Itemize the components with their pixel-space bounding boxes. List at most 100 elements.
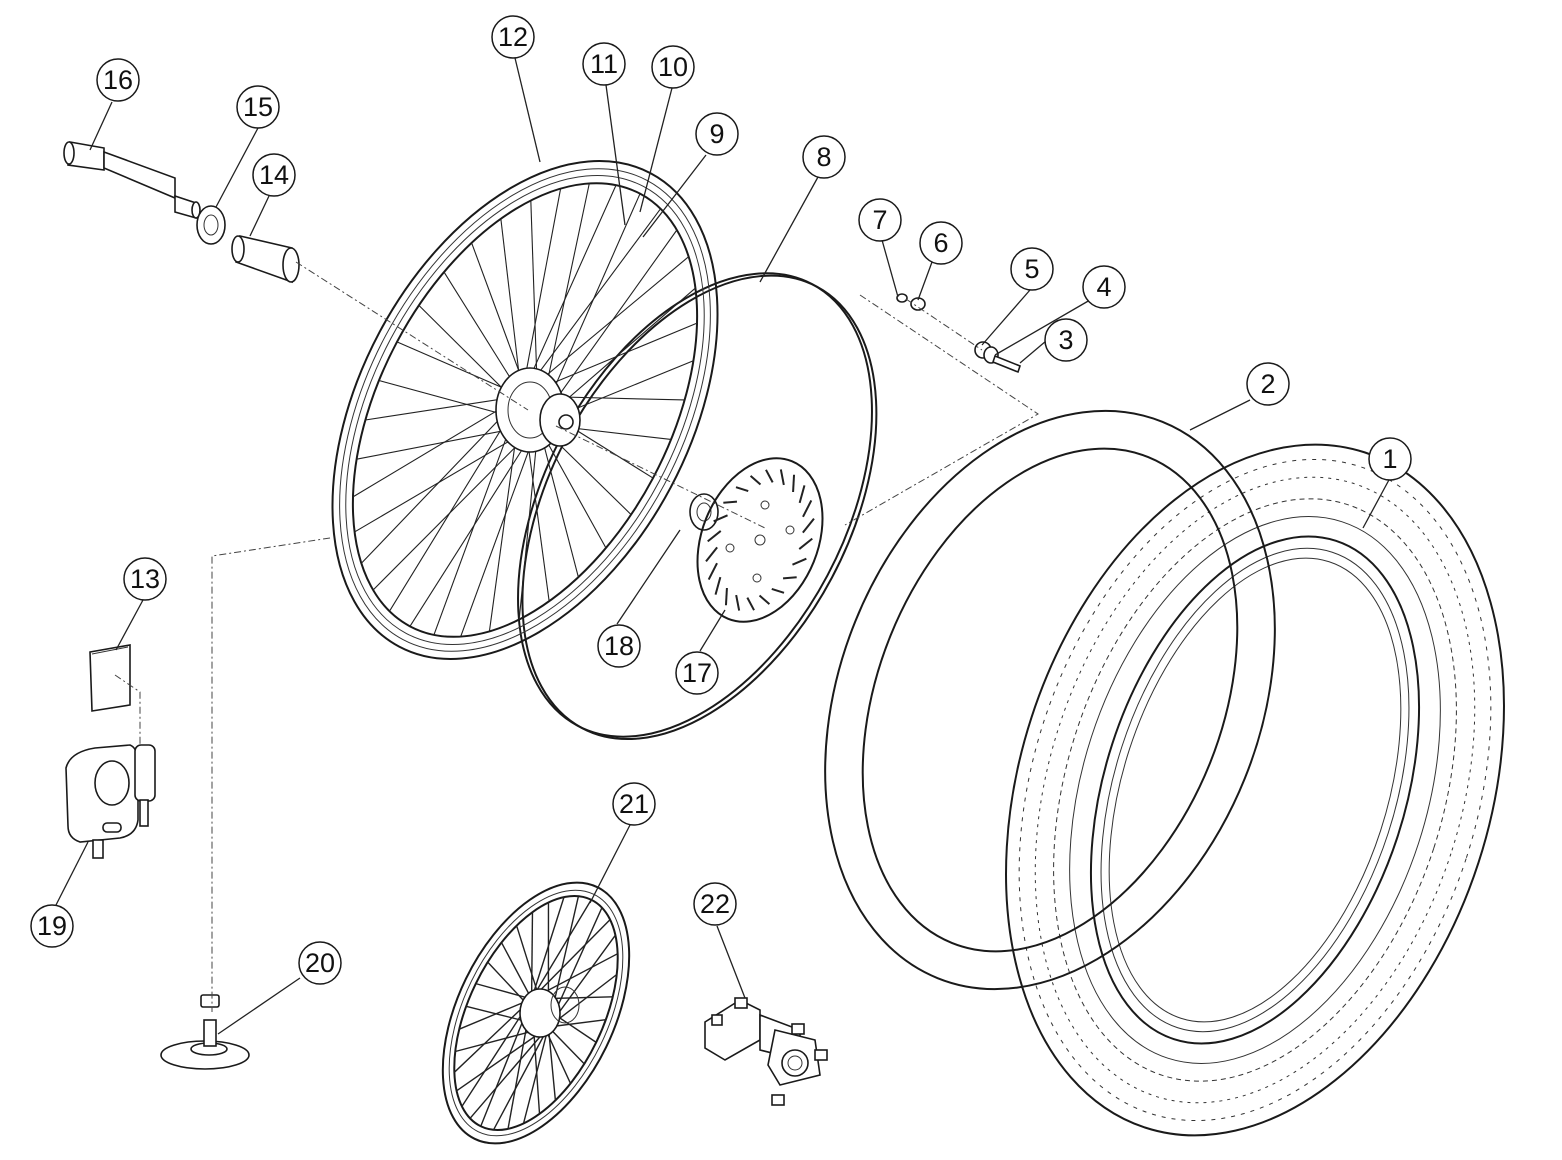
- callout-21: 21: [612, 782, 656, 826]
- spoke: [530, 912, 534, 1000]
- disc-slot: [707, 562, 718, 581]
- callout-label: 18: [604, 631, 634, 661]
- spoke: [547, 1026, 557, 1101]
- wheel-axle: [63, 141, 201, 220]
- callout-label: 5: [1024, 254, 1039, 284]
- disc-slot: [779, 469, 785, 486]
- hub-center: [495, 367, 581, 453]
- bearing: [689, 493, 719, 531]
- disc-slot: [802, 499, 813, 518]
- spoke: [352, 395, 522, 498]
- disc-slot: [746, 597, 755, 611]
- spoke: [365, 395, 522, 421]
- disc-slot: [723, 500, 738, 504]
- disc-slot: [735, 486, 749, 493]
- disc-slot: [792, 474, 796, 493]
- callout-4: 4: [1082, 265, 1126, 309]
- callout-22: 22: [693, 882, 737, 926]
- callout-20: 20: [298, 941, 342, 985]
- callout-19: 19: [30, 904, 74, 948]
- disc-slot: [782, 576, 797, 580]
- callout-label: 21: [619, 789, 649, 819]
- tyre: [1005, 443, 1505, 1137]
- disc-slot: [802, 518, 815, 534]
- callout-label: 7: [872, 205, 887, 235]
- spoke: [409, 423, 539, 627]
- disc-slot: [771, 587, 785, 594]
- callout-3: 3: [1044, 318, 1088, 362]
- spoke: [500, 942, 533, 1000]
- callout-7: 7: [858, 198, 902, 242]
- spoked-wheel: [331, 160, 719, 660]
- leader-lines: [55, 57, 1391, 1035]
- callout-label: 6: [933, 228, 948, 258]
- callout-label: 15: [243, 92, 273, 122]
- disc-slot: [798, 537, 813, 550]
- callout-12: 12: [491, 15, 535, 59]
- disc-slot: [792, 557, 807, 566]
- disc-slot: [758, 594, 771, 605]
- spoke: [372, 423, 539, 591]
- spoke: [500, 218, 523, 397]
- callout-label: 22: [700, 889, 730, 919]
- valve: [160, 994, 250, 1070]
- spoke: [521, 188, 562, 397]
- disc-slot: [714, 576, 722, 595]
- callout-label: 16: [103, 65, 133, 95]
- spoke: [547, 1026, 585, 1065]
- callout-8: 8: [802, 135, 846, 179]
- disc-slot: [765, 469, 774, 483]
- spoke: [492, 1026, 550, 1131]
- spoke: [530, 896, 565, 1000]
- spoke: [522, 1026, 550, 1124]
- disc-slot: [713, 514, 728, 523]
- spoke: [443, 271, 523, 397]
- callout-label: 4: [1096, 272, 1111, 302]
- disc-slot: [707, 530, 722, 543]
- callout-label: 12: [498, 22, 528, 52]
- bearing: [196, 205, 226, 245]
- plate: [89, 644, 131, 712]
- spoke: [360, 395, 522, 564]
- spoke: [548, 1019, 606, 1028]
- callout-label: 20: [305, 948, 335, 978]
- callout-13: 13: [123, 557, 167, 601]
- spacer: [231, 235, 300, 284]
- callout-label: 11: [590, 49, 618, 79]
- spoke: [456, 1026, 549, 1092]
- callout-9: 9: [695, 112, 739, 156]
- callout-label: 10: [658, 52, 688, 82]
- complete-wheel: [441, 881, 631, 1145]
- callout-label: 2: [1260, 369, 1275, 399]
- spoke: [453, 998, 533, 1073]
- callout-label: 8: [816, 142, 831, 172]
- brake-disc: [696, 457, 824, 623]
- callout-label: 13: [130, 564, 160, 594]
- callout-1: 1: [1368, 437, 1412, 481]
- spoke: [475, 982, 532, 1000]
- spoke: [521, 256, 689, 397]
- spoke: [531, 919, 611, 1000]
- spoke: [469, 1026, 549, 1119]
- disc-slot: [735, 594, 741, 611]
- callout-15: 15: [236, 85, 280, 129]
- disc-slot: [705, 546, 718, 562]
- spoke: [460, 423, 539, 637]
- callout-14: 14: [252, 153, 296, 197]
- callout-label: 9: [709, 119, 724, 149]
- disc-slot: [749, 475, 762, 486]
- callout-label: 17: [682, 658, 712, 688]
- callout-label: 14: [259, 160, 289, 190]
- inner-tube: [824, 409, 1276, 991]
- disc-slot: [724, 587, 728, 606]
- spoke: [521, 184, 617, 397]
- disc-slot: [798, 485, 806, 504]
- spoke: [537, 423, 579, 578]
- spoke: [521, 208, 661, 397]
- callout-16: 16: [96, 58, 140, 102]
- hub: [704, 997, 828, 1106]
- rim-lock: [65, 744, 156, 859]
- callout-6: 6: [919, 221, 963, 265]
- callout-label: 19: [37, 911, 67, 941]
